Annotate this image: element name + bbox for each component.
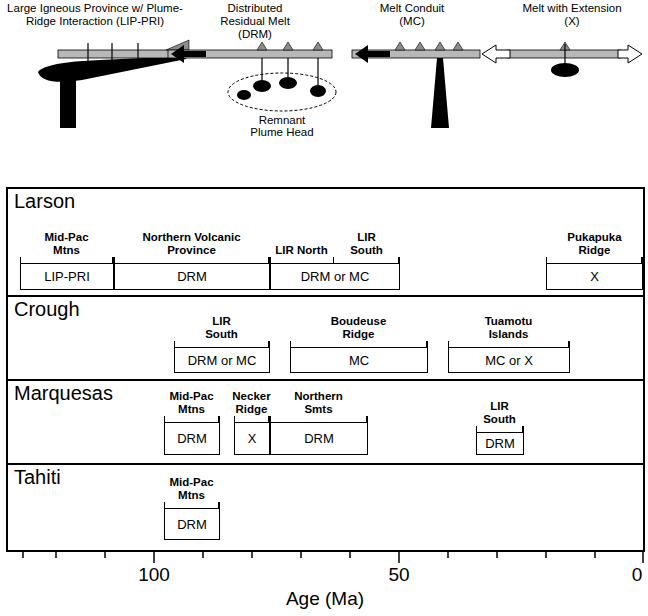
hotspot-band: LarsonMid-Pac MtnsLIP-PRINorthern Volcan… (6, 187, 645, 297)
panel-title: Distributed Residual Melt (DRM) (208, 2, 303, 41)
feature-name: Tuamotu Islands (473, 315, 545, 341)
feature-name: LIR South (473, 400, 527, 426)
band-title: Larson (14, 190, 75, 212)
segment-box: Mid-Pac MtnsDRM (164, 422, 220, 455)
feature-name: LIR North (275, 244, 329, 257)
feature-name: Northern Smts (283, 390, 355, 416)
melt-mode-code: DRM or MC (301, 269, 370, 284)
feature-name: Pukapuka Ridge (559, 231, 631, 257)
bracket-tick (333, 257, 335, 263)
panel-title: Large Igneous Province w/ Plume-Ridge In… (7, 2, 183, 28)
axis-ticks (23, 552, 643, 563)
drm-panel-art (168, 42, 332, 100)
melt-mode-code: DRM or MC (188, 353, 257, 368)
tick-label: 100 (129, 564, 179, 585)
bracket-tick (270, 257, 272, 263)
lip-panel-art (38, 40, 189, 128)
melt-mode-code: DRM (485, 436, 515, 451)
axis-title: Age (Ma) (265, 588, 385, 609)
bracket-tick (366, 416, 368, 422)
dashed-ellipse (227, 72, 337, 112)
feature-name: LIR South (195, 315, 249, 341)
hotspot-band: MarquesasMid-Pac MtnsDRMNecker RidgeXNor… (6, 379, 645, 465)
bracket-tick (270, 416, 272, 422)
bracket-tick (448, 341, 450, 347)
feature-name: Mid-Pac Mtns (161, 476, 223, 502)
bracket-tick (522, 426, 524, 432)
melt-mode-code: LIP-PRI (44, 269, 90, 284)
band-title: Marquesas (14, 382, 113, 404)
tick-label: 0 (629, 564, 645, 585)
bracket-tick (164, 502, 166, 508)
melt-mode-code: DRM (304, 431, 334, 446)
bracket-tick (114, 257, 116, 263)
bracket-tick (164, 416, 166, 422)
bracket-tick (20, 257, 22, 263)
segment-box: Tuamotu IslandsMC or X (448, 347, 570, 373)
band-title: Crough (14, 298, 80, 320)
bracket-tick (398, 257, 400, 263)
bracket-tick (641, 257, 643, 263)
melt-mode-code: X (248, 431, 257, 446)
feature-name: LIR South (340, 231, 394, 257)
panel-title: Melt Conduit (MC) (372, 2, 452, 28)
segment-box: Pukapuka RidgeX (546, 263, 643, 290)
segment-box: Mid-Pac MtnsLIP-PRI (20, 263, 114, 290)
bracket-tick (546, 257, 548, 263)
segment-box: LIR SouthDRM or MC (174, 347, 270, 373)
bracket-tick (218, 502, 220, 508)
bracket-tick (174, 341, 176, 347)
melt-mode-code: DRM (177, 431, 207, 446)
melt-mode-code: DRM (177, 517, 207, 532)
bracket-tick (218, 416, 220, 422)
feature-name: Northern Volcanic Province (126, 231, 258, 257)
bracket-tick (234, 416, 236, 422)
ellipse-caption: Remnant Plume Head (242, 114, 322, 138)
feature-name: Necker Ridge (226, 390, 278, 416)
tick-label: 50 (379, 564, 419, 585)
melt-mode-code: MC or X (485, 353, 533, 368)
plume-head-ellipse: Remnant Plume Head (227, 72, 337, 112)
bracket-tick (568, 341, 570, 347)
bracket-tick (426, 341, 428, 347)
x-panel-art (482, 42, 642, 77)
melt-mode-code: DRM (177, 269, 207, 284)
band-title: Tahiti (14, 466, 61, 488)
melt-mode-code: MC (349, 353, 369, 368)
bracket-tick (268, 341, 270, 347)
feature-name: Boudeuse Ridge (323, 315, 395, 341)
segment-box: Northern Volcanic ProvinceDRM (114, 263, 270, 290)
melt-mode-code: X (590, 269, 599, 284)
feature-name: Mid-Pac Mtns (37, 231, 97, 257)
segment-box: Northern SmtsDRM (270, 422, 368, 455)
panel-title: Melt with Extension (X) (517, 2, 627, 28)
feature-name: Mid-Pac Mtns (161, 390, 223, 416)
mc-panel-art (352, 42, 480, 128)
bracket-tick (476, 426, 478, 432)
segment-box: LIR SouthDRM (476, 432, 524, 455)
hotspot-band: TahitiMid-Pac MtnsDRM (6, 463, 645, 552)
bracket-tick (290, 341, 292, 347)
hotspot-band: CroughLIR SouthDRM or MCBoudeuse RidgeMC… (6, 295, 645, 381)
segment-box: Mid-Pac MtnsDRM (164, 508, 220, 540)
segment-box: Necker RidgeX (234, 422, 270, 455)
segment-box: LIR NorthLIR SouthDRM or MC (270, 263, 400, 290)
segment-box: Boudeuse RidgeMC (290, 347, 428, 373)
